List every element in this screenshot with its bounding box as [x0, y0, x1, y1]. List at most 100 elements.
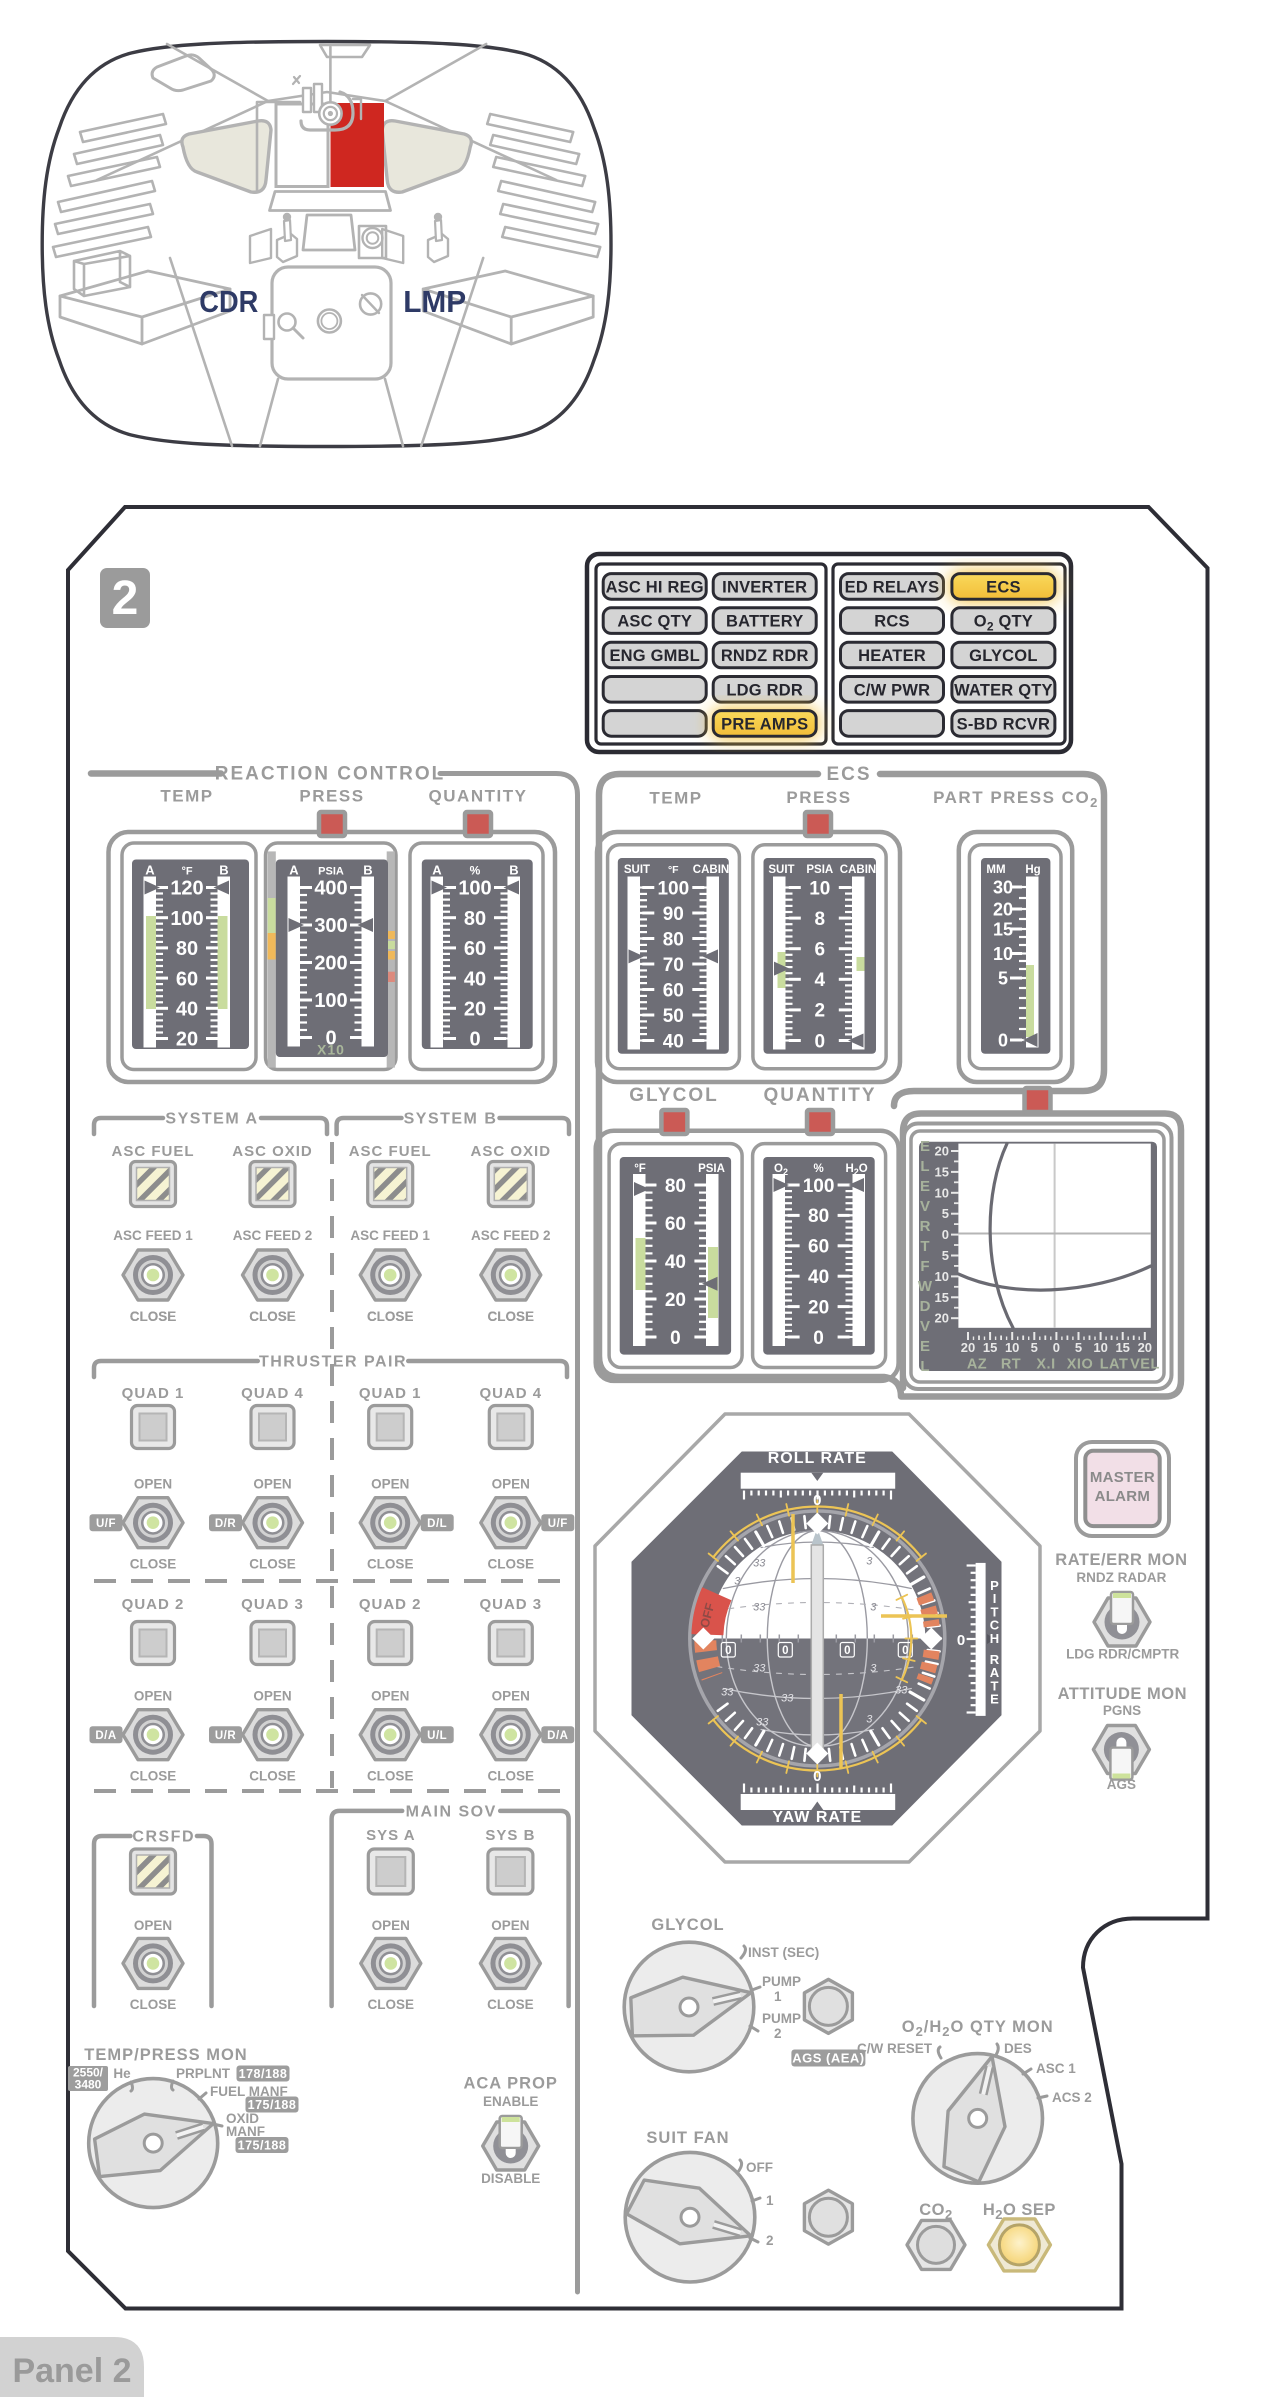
svg-text:H: H [990, 1631, 999, 1646]
svg-text:U/F: U/F [96, 1518, 116, 1530]
svg-text:100: 100 [314, 990, 347, 1012]
svg-text:F: F [920, 1258, 929, 1275]
svg-text:BATTERY: BATTERY [726, 613, 803, 631]
svg-text:INVERTER: INVERTER [722, 578, 807, 596]
svg-text:5: 5 [1031, 1340, 1038, 1355]
svg-text:E: E [920, 1338, 930, 1355]
svg-text:8: 8 [815, 909, 826, 930]
svg-text:CLOSE: CLOSE [367, 1309, 414, 1324]
svg-text:V: V [920, 1318, 930, 1335]
svg-text:1: 1 [766, 2193, 774, 2208]
svg-text:33: 33 [753, 1602, 766, 1614]
svg-text:20: 20 [808, 1297, 829, 1318]
svg-text:MM: MM [986, 864, 1005, 876]
svg-text:20: 20 [1138, 1340, 1152, 1355]
svg-text:H2O SEP: H2O SEP [983, 2201, 1056, 2222]
svg-text:CLOSE: CLOSE [488, 1557, 535, 1572]
svg-text:15: 15 [935, 1164, 949, 1179]
svg-text:SUIT: SUIT [768, 864, 794, 876]
svg-text:OPEN: OPEN [491, 1918, 529, 1933]
svg-text:B: B [219, 863, 228, 878]
svg-text:LDG RDR/CMPTR: LDG RDR/CMPTR [1066, 1647, 1179, 1662]
svg-text:CLOSE: CLOSE [130, 1769, 177, 1784]
svg-text:70: 70 [663, 955, 684, 976]
svg-text:10: 10 [935, 1185, 949, 1200]
svg-text:5: 5 [998, 969, 1008, 989]
svg-text:RNDZ RDR: RNDZ RDR [721, 647, 809, 665]
svg-text:FUEL MANF: FUEL MANF [210, 2084, 288, 2099]
svg-text:20: 20 [935, 1144, 949, 1159]
svg-text:40: 40 [665, 1252, 686, 1273]
svg-text:L: L [920, 1358, 929, 1375]
svg-text:ASC OXID: ASC OXID [471, 1143, 552, 1160]
svg-text:E: E [990, 1692, 999, 1707]
svg-text:PSIA: PSIA [698, 1163, 725, 1175]
svg-text:D/L: D/L [427, 1518, 447, 1530]
svg-text:50: 50 [663, 1006, 684, 1027]
svg-text:33: 33 [753, 1663, 766, 1675]
svg-text:TEMP: TEMP [160, 787, 213, 806]
svg-text:R: R [920, 1218, 931, 1235]
svg-text:T: T [920, 1238, 929, 1255]
svg-text:SYS A: SYS A [366, 1827, 415, 1844]
svg-text:PGNS: PGNS [1103, 1703, 1141, 1718]
svg-text:0: 0 [844, 1645, 850, 1657]
svg-text:0: 0 [942, 1227, 949, 1242]
svg-text:RCS: RCS [874, 613, 909, 631]
svg-text:5: 5 [1075, 1340, 1082, 1355]
svg-text:VEL: VEL [1130, 1357, 1160, 1373]
svg-text:ALARM: ALARM [1095, 1488, 1151, 1505]
svg-text:0: 0 [782, 1645, 788, 1657]
svg-text:400: 400 [314, 878, 347, 900]
svg-text:PRPLNT: PRPLNT [176, 2066, 231, 2081]
svg-text:CLOSE: CLOSE [367, 1557, 414, 1572]
svg-text:CLOSE: CLOSE [130, 1309, 177, 1324]
svg-text:ROLL RATE: ROLL RATE [768, 1450, 867, 1467]
svg-text:SYSTEM A: SYSTEM A [165, 1111, 258, 1128]
svg-text:ATTITUDE MON: ATTITUDE MON [1058, 1685, 1187, 1703]
svg-text:40: 40 [176, 999, 198, 1021]
svg-text:15: 15 [935, 1290, 949, 1305]
svg-text:R: R [990, 1652, 1000, 1667]
svg-text:U/L: U/L [427, 1730, 447, 1742]
svg-text:CLOSE: CLOSE [488, 1309, 535, 1324]
svg-text:ASC QTY: ASC QTY [617, 613, 692, 631]
svg-text:175/188: 175/188 [238, 2139, 287, 2153]
svg-text:3480: 3480 [75, 2078, 102, 2092]
svg-text:5: 5 [942, 1206, 949, 1221]
svg-text:ECS: ECS [826, 764, 871, 785]
svg-text:OPEN: OPEN [134, 1918, 172, 1933]
svg-text:0: 0 [325, 1028, 336, 1050]
svg-text:P: P [990, 1578, 999, 1593]
svg-text:60: 60 [176, 968, 198, 990]
svg-text:0: 0 [670, 1328, 681, 1349]
svg-text:ACA PROP: ACA PROP [463, 2075, 557, 2093]
svg-text:4: 4 [815, 970, 826, 991]
svg-text:A: A [990, 1665, 1000, 1680]
svg-text:100: 100 [458, 878, 491, 900]
svg-text:AZ: AZ [967, 1357, 987, 1373]
svg-text:D/R: D/R [215, 1518, 237, 1530]
svg-text:AGS (AEA): AGS (AEA) [792, 2051, 864, 2066]
svg-text:80: 80 [808, 1206, 829, 1227]
svg-text:THRUSTER PAIR: THRUSTER PAIR [259, 1354, 407, 1371]
svg-text:3: 3 [866, 1714, 873, 1726]
svg-text:3: 3 [870, 1663, 877, 1675]
svg-text:200: 200 [314, 953, 347, 975]
svg-text:40: 40 [464, 968, 486, 990]
svg-text:OPEN: OPEN [372, 1918, 410, 1933]
svg-text:100: 100 [803, 1176, 835, 1197]
svg-text:CLOSE: CLOSE [249, 1557, 296, 1572]
svg-text:178/188: 178/188 [239, 2067, 288, 2081]
svg-text:INST (SEC): INST (SEC) [748, 1945, 819, 1960]
svg-text:O2/H2O QTY MON: O2/H2O QTY MON [902, 2018, 1054, 2039]
svg-text:SYS B: SYS B [485, 1827, 535, 1844]
svg-text:0: 0 [469, 1029, 480, 1051]
svg-text:20: 20 [665, 1290, 686, 1311]
svg-text:DISABLE: DISABLE [481, 2171, 540, 2186]
svg-text:S-BD RCVR: S-BD RCVR [957, 715, 1050, 733]
svg-text:CLOSE: CLOSE [368, 1997, 415, 2012]
svg-text:OFF: OFF [697, 1601, 717, 1629]
svg-text:2: 2 [815, 1001, 826, 1022]
svg-text:X10: X10 [317, 1042, 345, 1058]
